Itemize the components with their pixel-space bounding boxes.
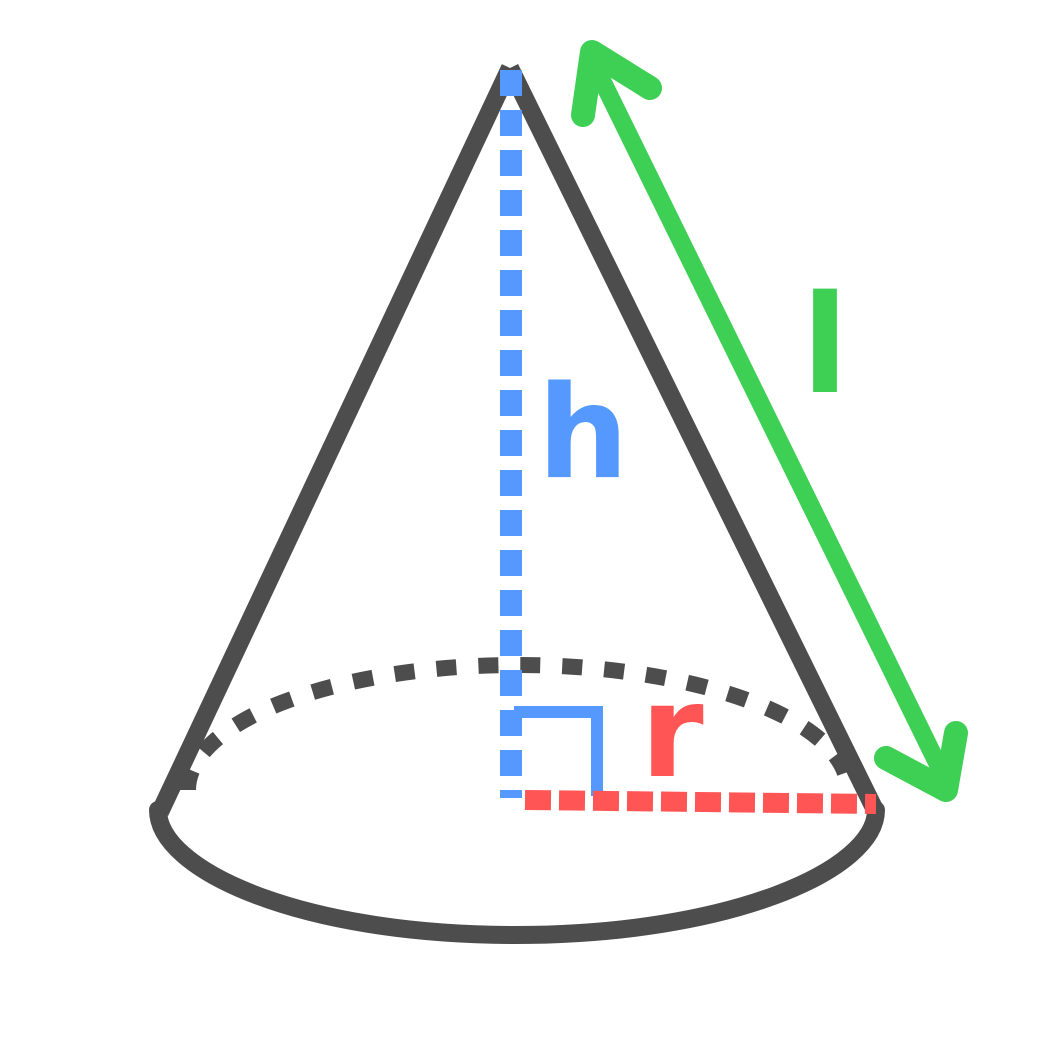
right-angle-marker (514, 706, 603, 796)
cone-left-side (151, 64, 519, 816)
cone-right-side (501, 64, 885, 816)
slant-height-arrow (571, 40, 968, 802)
radius-line (524, 790, 877, 814)
base-back-arc (180, 657, 856, 791)
radius-label: r (640, 658, 703, 807)
height-label: h (537, 359, 628, 508)
slant-arrowhead-top (571, 40, 662, 127)
slant-arrowhead-bottom (874, 721, 968, 802)
slant-height-label: l (802, 267, 849, 425)
slant-height-shaft (583, 51, 957, 794)
base-front-arc (149, 801, 885, 945)
